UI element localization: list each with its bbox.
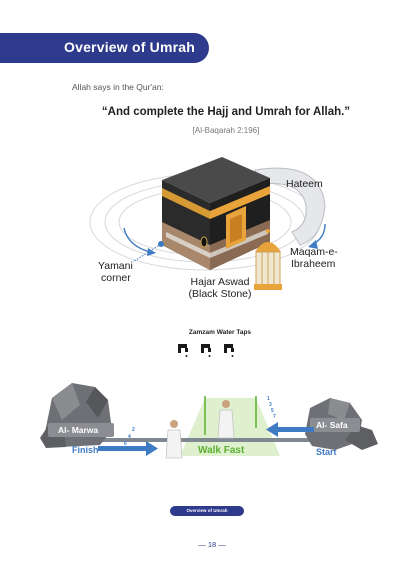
label-hajar-line1: Hajar Aswad — [190, 276, 250, 288]
arrow-head-left — [147, 248, 156, 256]
safa-round-number: 3 — [269, 402, 272, 408]
pilgrim-figure-left — [165, 420, 183, 459]
pilgrim-figure-right — [217, 400, 235, 439]
page-title: Overview of Umrah — [64, 39, 195, 55]
arrow-head-right — [308, 240, 318, 249]
quran-quote: “And complete the Hajj and Umrah for All… — [101, 106, 351, 118]
zamzam-tap-icons — [178, 344, 234, 357]
label-hateem: Hateem — [286, 178, 323, 190]
label-maqam-line2: Ibraheem — [291, 258, 336, 270]
marwa-sign: Al- Marwa — [58, 425, 99, 435]
page-number: — 18 — — [198, 540, 226, 549]
finish-label: Finish — [72, 445, 99, 455]
safa-round-number: 1 — [267, 396, 270, 402]
label-yamani-line2: corner — [101, 272, 131, 284]
zamzam-title: Zamzam Water Taps — [188, 329, 252, 336]
quote-reference: [Al-Baqarah 2:196] — [192, 126, 260, 135]
walk-fast-label: Walk Fast — [198, 445, 245, 456]
marwa-sign-board — [48, 423, 114, 437]
marwa-round-number: 4 — [128, 434, 131, 440]
marwa-round-number: 2 — [132, 427, 135, 433]
safa-sign-board — [310, 418, 360, 432]
safa-round-number: 5 — [271, 408, 274, 414]
safa-round-number: 7 — [273, 414, 276, 420]
start-label: Start — [316, 447, 337, 457]
footer-section-pill: Overview of Umrah — [170, 506, 244, 516]
label-maqam-line1: Maqam-e- — [290, 246, 338, 258]
marwa-round-number: 6 — [124, 441, 127, 447]
label-yamani-line1: Yamani — [98, 260, 133, 272]
finish-arrow — [98, 441, 158, 456]
hateem-wall — [254, 167, 326, 249]
maqam-ibraheem-icon — [254, 229, 282, 290]
intro-text: Allah says in the Qur'an: — [72, 82, 164, 92]
safa-sign: Al- Safa — [316, 420, 348, 430]
label-hajar-line2: (Black Stone) — [188, 288, 252, 300]
marwa-rock-icon — [40, 383, 112, 448]
title-bar — [0, 33, 209, 63]
kaaba-icon — [162, 157, 270, 270]
start-arrow — [266, 422, 314, 437]
